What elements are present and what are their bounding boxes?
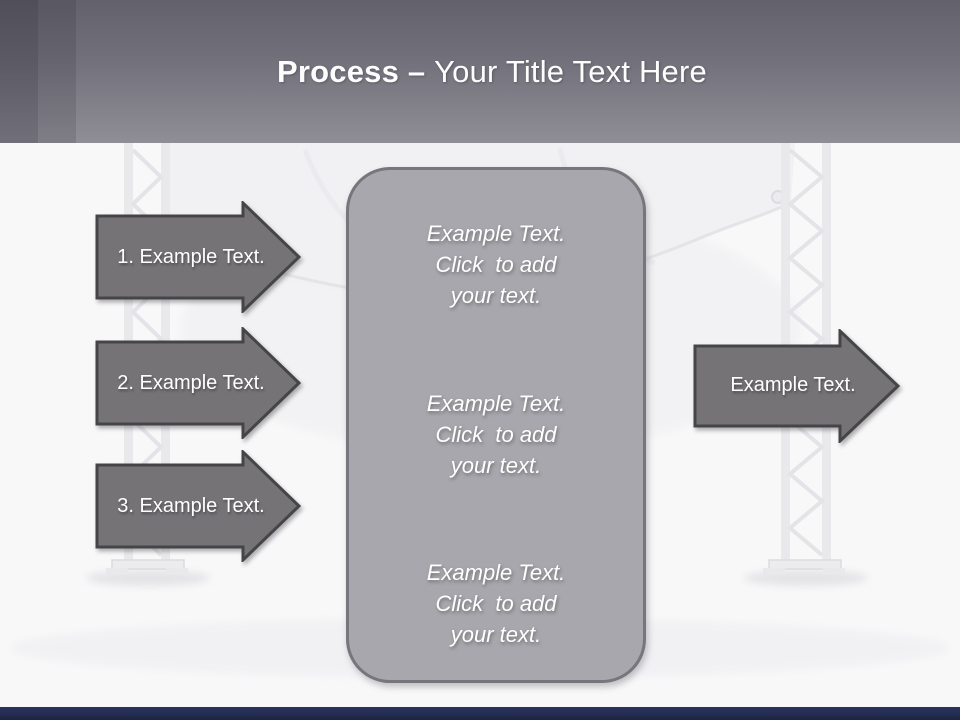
text-placeholder-2[interactable]: Example Text. Click to add your text.: [355, 388, 637, 481]
arrow-right-shape: [95, 201, 301, 313]
title-band: Process – Your Title Text Here: [0, 0, 960, 143]
title-keyword: Process: [277, 53, 400, 89]
placeholder-line: Example Text.: [426, 560, 566, 585]
accent-strip-medium: [38, 0, 76, 143]
arrow-2-label: 2. Example Text.: [117, 371, 265, 394]
arrow-1-label: 1. Example Text.: [117, 245, 265, 268]
text-placeholder-3[interactable]: Example Text. Click to add your text.: [355, 557, 637, 650]
placeholder-line: your text.: [450, 283, 542, 308]
title-text: Your Title Text Here: [434, 53, 707, 89]
placeholder-line: Example Text.: [426, 221, 566, 246]
slide-title[interactable]: Process – Your Title Text Here: [253, 54, 707, 90]
placeholder-line: Example Text.: [426, 390, 566, 416]
process-arrow-2[interactable]: 2. Example Text.: [95, 327, 305, 439]
arrow-right-shape: [95, 327, 301, 439]
placeholder-line: Click to add: [435, 591, 557, 616]
placeholder-line: Click to add: [435, 421, 557, 447]
process-arrow-output[interactable]: Example Text.: [693, 329, 903, 443]
placeholder-line: your text.: [450, 452, 542, 478]
arrow-3-label: 3. Example Text.: [117, 494, 265, 517]
placeholder-line: Click to add: [435, 252, 557, 277]
right-arrow-label: Example Text.: [730, 373, 856, 396]
process-arrow-3[interactable]: 3. Example Text.: [95, 450, 305, 562]
arrow-right-shape: [693, 329, 901, 443]
arrow-right-shape: [95, 450, 301, 562]
placeholder-line: your text.: [450, 622, 542, 647]
footer-bar: [0, 707, 960, 720]
content-panel[interactable]: Example Text. Click to add your text. Ex…: [346, 167, 646, 683]
process-arrow-1[interactable]: 1. Example Text.: [95, 201, 305, 313]
accent-strip-dark: [0, 0, 38, 143]
text-placeholder-1[interactable]: Example Text. Click to add your text.: [355, 218, 637, 311]
title-separator: –: [399, 53, 435, 89]
